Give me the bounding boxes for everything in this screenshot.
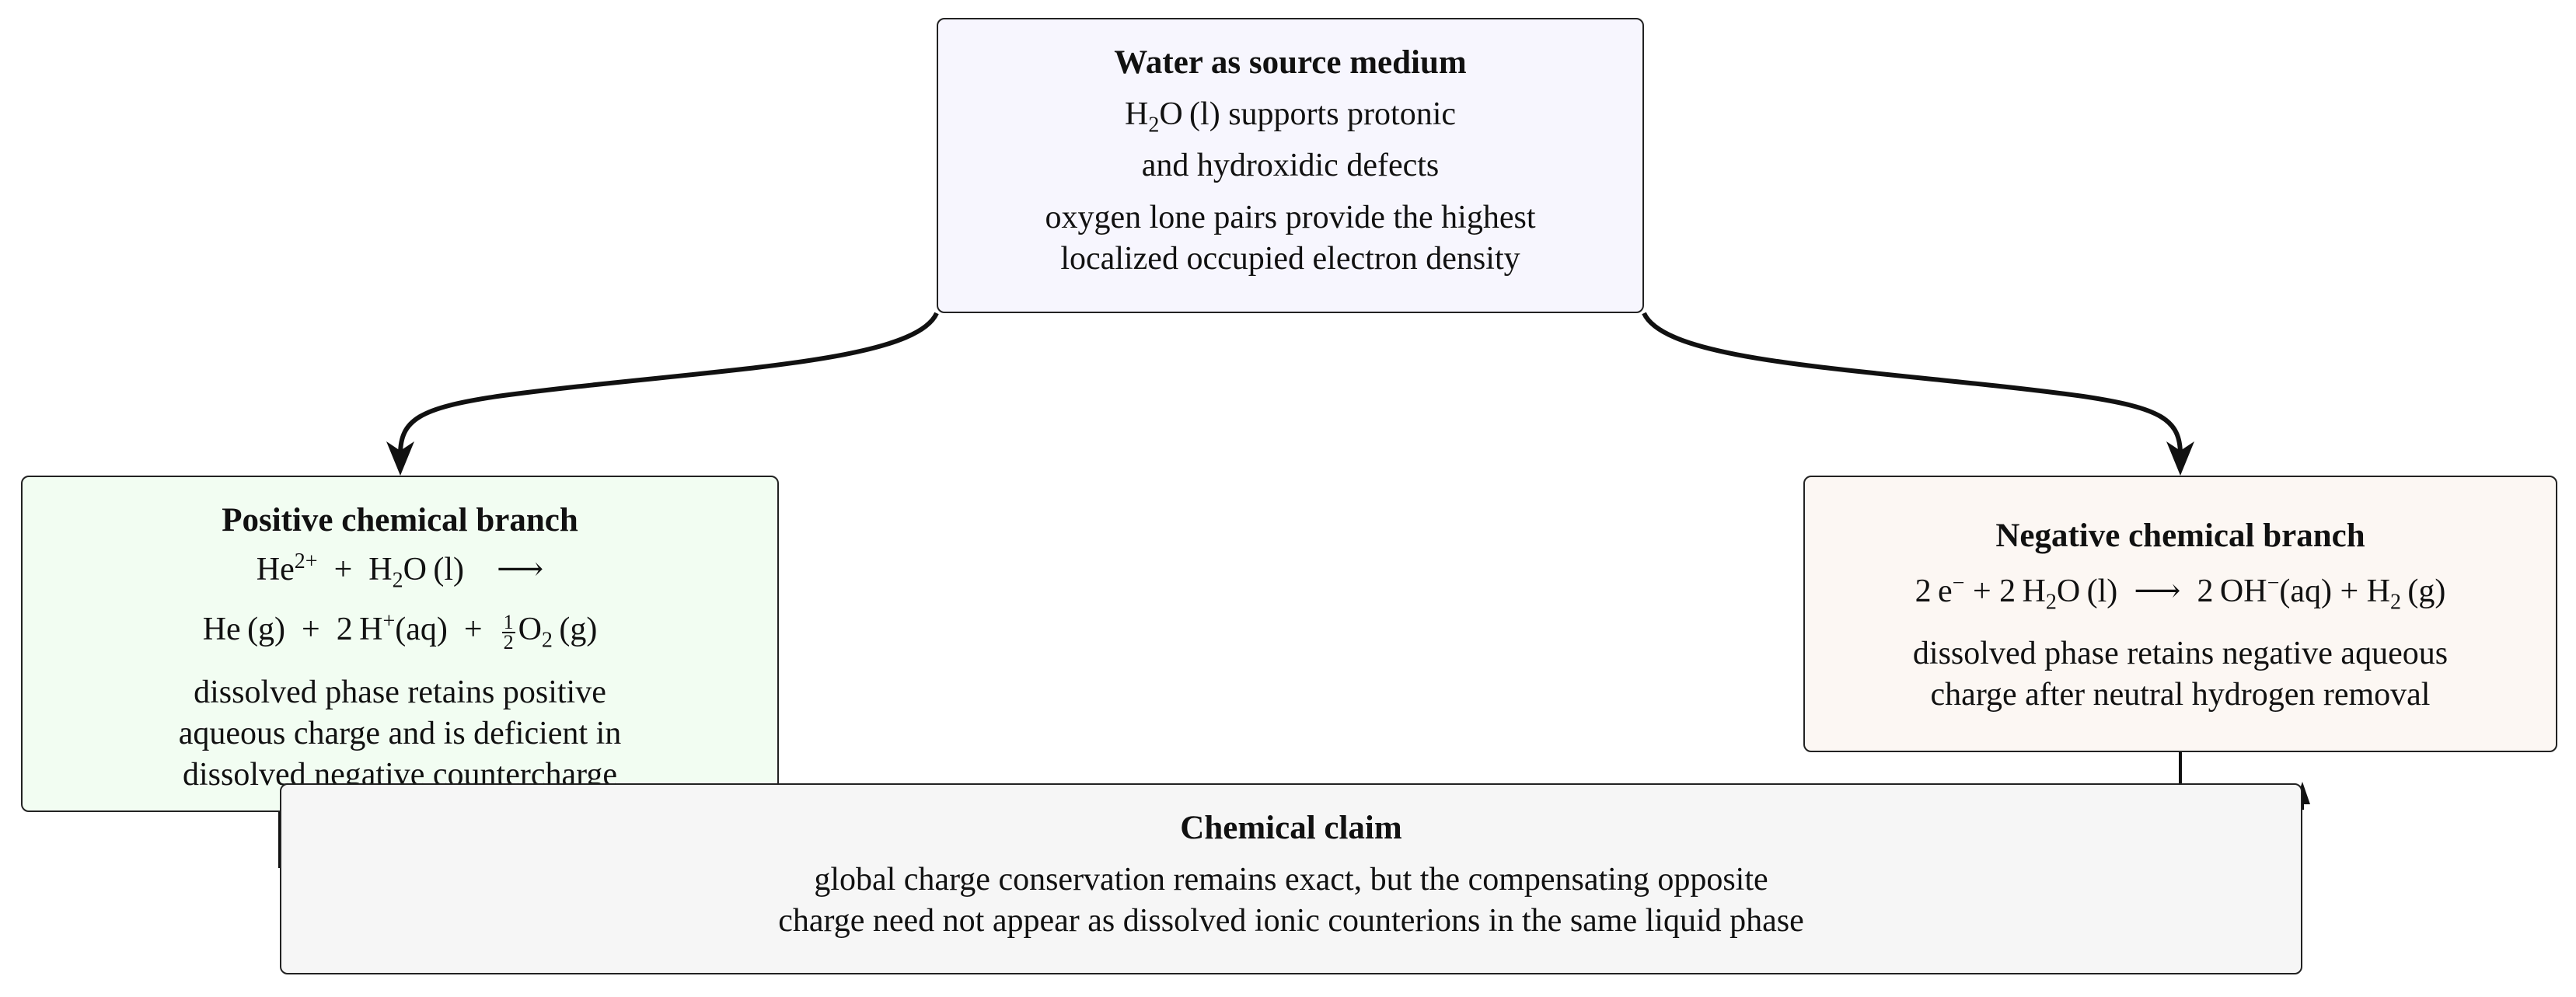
negative-branch-box: Negative chemical branch 2 e− + 2 H2O (l…: [1803, 476, 2557, 752]
positive-text-line1: dissolved phase retains positive: [194, 674, 606, 710]
water-source-box: Water as source medium H2O (l) supports …: [937, 18, 1644, 313]
arrow-water-to-negative: [1642, 312, 2183, 455]
chemical-claim-title: Chemical claim: [1180, 810, 1402, 846]
negative-text-line2: charge after neutral hydrogen removal: [1930, 677, 2431, 713]
water-formula-line: H2O (l) supports protonic: [1124, 96, 1457, 138]
positive-text-line2: aqueous charge and is deficient in: [178, 715, 622, 751]
positive-equation-line1: He2+ + H2O (l) ⟶: [256, 549, 544, 593]
water-line3: oxygen lone pairs provide the highest: [1045, 200, 1536, 236]
chemical-claim-box: Chemical claim global charge conservatio…: [280, 783, 2302, 974]
water-line1-text: supports protonic: [1228, 96, 1457, 132]
water-source-title: Water as source medium: [1114, 44, 1467, 81]
water-line2: and hydroxidic defects: [1141, 148, 1440, 184]
arrowhead-positive: [386, 441, 414, 476]
negative-equation: 2 e− + 2 H2O (l) ⟶ 2 OH−(aq) + H2 (g): [1915, 571, 2446, 615]
negative-branch-title: Negative chemical branch: [1995, 518, 2365, 554]
claim-text-line1: global charge conservation remains exact…: [814, 862, 1768, 898]
positive-branch-box: Positive chemical branch He2+ + H2O (l) …: [21, 476, 779, 812]
negative-text-line1: dissolved phase retains negative aqueous: [1912, 636, 2449, 672]
water-line4: localized occupied electron density: [1060, 241, 1520, 277]
arrow-water-to-positive: [398, 312, 939, 455]
claim-text-line2: charge need not appear as dissolved ioni…: [778, 903, 1804, 939]
positive-branch-title: Positive chemical branch: [222, 502, 578, 539]
arrowhead-negative: [2166, 441, 2194, 476]
